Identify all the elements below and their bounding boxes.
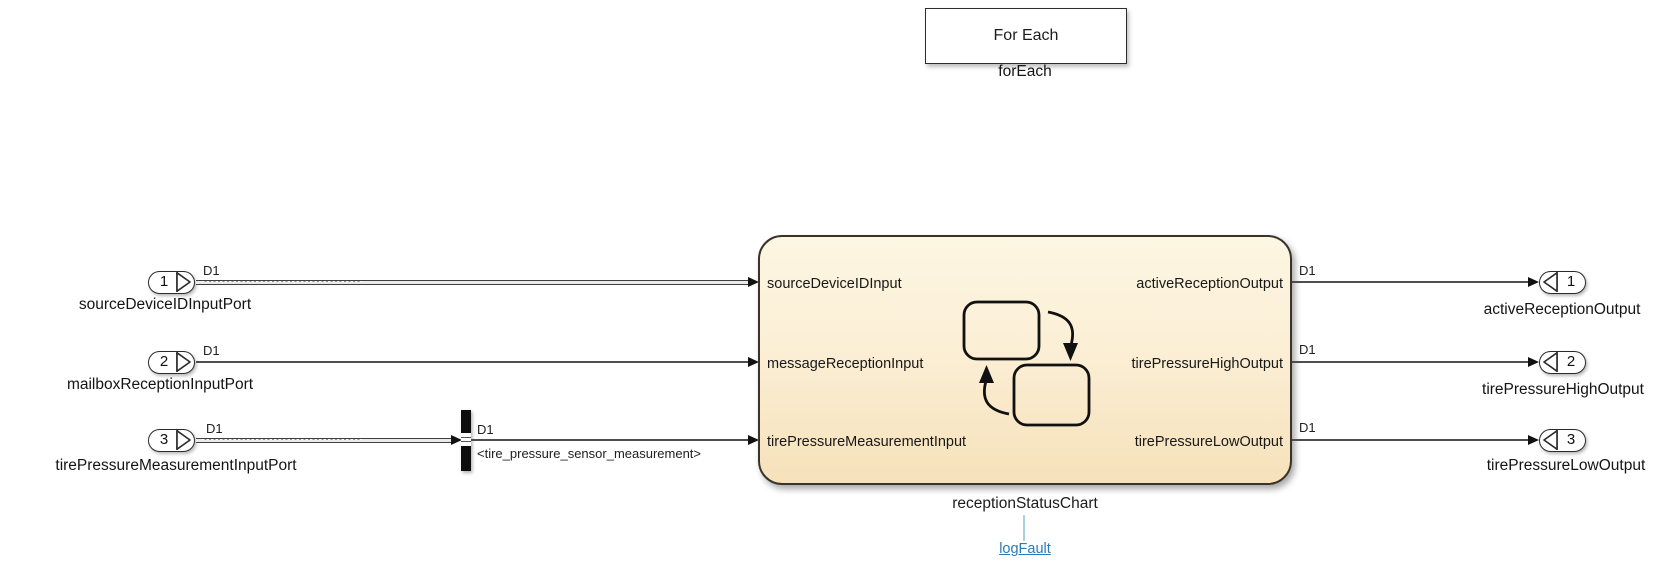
- for-each-title: For Each: [993, 27, 1059, 44]
- signal-label-d1: D1: [203, 343, 220, 358]
- outport-label-1: activeReceptionOutput: [1483, 301, 1641, 318]
- bus-selector-port-lines: [461, 436, 471, 442]
- inport-number: 3: [159, 430, 169, 448]
- bus-line-3[interactable]: [196, 437, 452, 443]
- outport-block-2[interactable]: 2: [1539, 350, 1586, 374]
- log-fault-link[interactable]: logFault: [999, 541, 1051, 557]
- chart-input-port-1: sourceDeviceIDInput: [767, 276, 902, 292]
- inport-label-1: sourceDeviceIDInputPort: [78, 296, 252, 313]
- outport-label-3: tirePressureLowOutput: [1486, 457, 1646, 474]
- for-each-block[interactable]: For Each: [925, 8, 1127, 64]
- outport-number: 1: [1566, 272, 1576, 290]
- inport-chevron-icon: [176, 352, 191, 372]
- outport-block-3[interactable]: 3: [1539, 428, 1586, 452]
- inport-label-3: tirePressureMeasurementInputPort: [55, 457, 297, 474]
- for-each-label: forEach: [998, 63, 1052, 80]
- chart-input-port-3: tirePressureMeasurementInput: [767, 434, 967, 450]
- annotation-connector-line: [1023, 515, 1025, 541]
- signal-line-out-2[interactable]: [1292, 361, 1528, 363]
- signal-line-out-1[interactable]: [1292, 281, 1528, 283]
- signal-label-bus-element: <tire_pressure_sensor_measurement>: [477, 446, 702, 461]
- chart-output-port-1: activeReceptionOutput: [1136, 276, 1283, 292]
- outport-chevron-icon: [1543, 430, 1558, 450]
- chart-input-port-2: messageReceptionInput: [767, 356, 924, 372]
- arrowhead-icon: [748, 434, 759, 445]
- signal-line-2[interactable]: [196, 361, 748, 363]
- chart-label: receptionStatusChart: [952, 495, 1098, 512]
- inport-label-2: mailboxReceptionInputPort: [66, 376, 254, 393]
- stateflow-chart-block[interactable]: sourceDeviceIDInput messageReceptionInpu…: [758, 235, 1292, 485]
- signal-label-d1: D1: [1299, 342, 1316, 357]
- bus-line-dots: [202, 280, 362, 283]
- arrowhead-icon: [1528, 356, 1539, 367]
- signal-label-d1: D1: [1299, 420, 1316, 435]
- signal-label-d1: D1: [1299, 263, 1316, 278]
- outport-chevron-icon: [1543, 272, 1558, 292]
- inport-chevron-icon: [176, 272, 191, 292]
- outport-chevron-icon: [1543, 352, 1558, 372]
- inport-block-2[interactable]: 2: [148, 350, 195, 374]
- bus-line-dots: [202, 438, 362, 441]
- arrowhead-icon: [451, 434, 462, 445]
- arrowhead-icon: [748, 276, 759, 287]
- outport-block-1[interactable]: 1: [1539, 270, 1586, 294]
- signal-label-d1: D1: [203, 263, 220, 278]
- arrowhead-icon: [748, 356, 759, 367]
- arrowhead-icon: [1528, 276, 1539, 287]
- inport-number: 2: [159, 352, 169, 370]
- stateflow-chart-icon: [962, 300, 1091, 427]
- chart-output-port-2: tirePressureHighOutput: [1131, 356, 1283, 372]
- signal-line-3b[interactable]: [471, 439, 748, 441]
- signal-label-d1: D1: [206, 421, 223, 436]
- signal-label-d1: D1: [477, 422, 494, 437]
- inport-chevron-icon: [176, 430, 191, 450]
- chart-output-port-3: tirePressureLowOutput: [1134, 434, 1283, 450]
- bus-line-1[interactable]: [196, 279, 748, 285]
- inport-block-1[interactable]: 1: [148, 270, 195, 294]
- inport-number: 1: [159, 272, 169, 290]
- outport-number: 2: [1566, 352, 1576, 370]
- arrowhead-icon: [1528, 434, 1539, 445]
- inport-block-3[interactable]: 3: [148, 428, 195, 452]
- outport-label-2: tirePressureHighOutput: [1482, 381, 1644, 398]
- signal-line-out-3[interactable]: [1292, 439, 1528, 441]
- outport-number: 3: [1566, 430, 1576, 448]
